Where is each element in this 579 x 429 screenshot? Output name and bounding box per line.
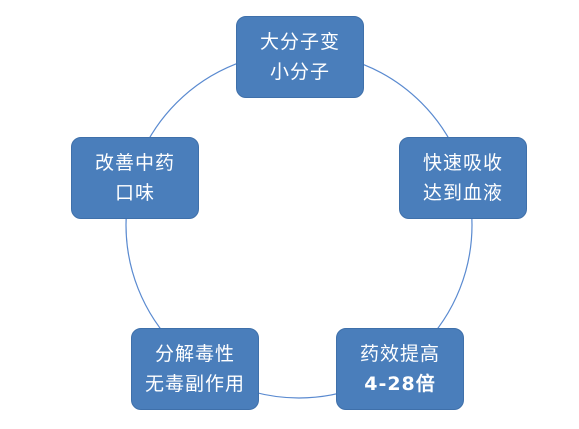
- node-line-2: 小分子: [269, 61, 330, 83]
- node-efficacy-boost: 药效提高 4-28倍: [336, 328, 464, 410]
- node-line-2: 达到血液: [422, 182, 503, 204]
- node-line-1: 药效提高: [359, 343, 440, 365]
- node-line-2: 无毒副作用: [144, 373, 245, 395]
- node-improve-taste: 改善中药 口味: [71, 137, 199, 219]
- node-line-2: 口味: [114, 182, 155, 204]
- node-line-1: 快速吸收: [422, 152, 503, 174]
- node-line-1: 大分子变: [259, 31, 340, 53]
- node-line-1: 分解毒性: [154, 343, 235, 365]
- node-fast-absorption: 快速吸收 达到血液: [399, 137, 527, 219]
- node-large-to-small-molecule: 大分子变 小分子: [236, 16, 364, 98]
- node-line-2: 4-28倍: [364, 373, 436, 395]
- node-line-1: 改善中药: [94, 152, 175, 174]
- node-detoxify: 分解毒性 无毒副作用: [131, 328, 259, 410]
